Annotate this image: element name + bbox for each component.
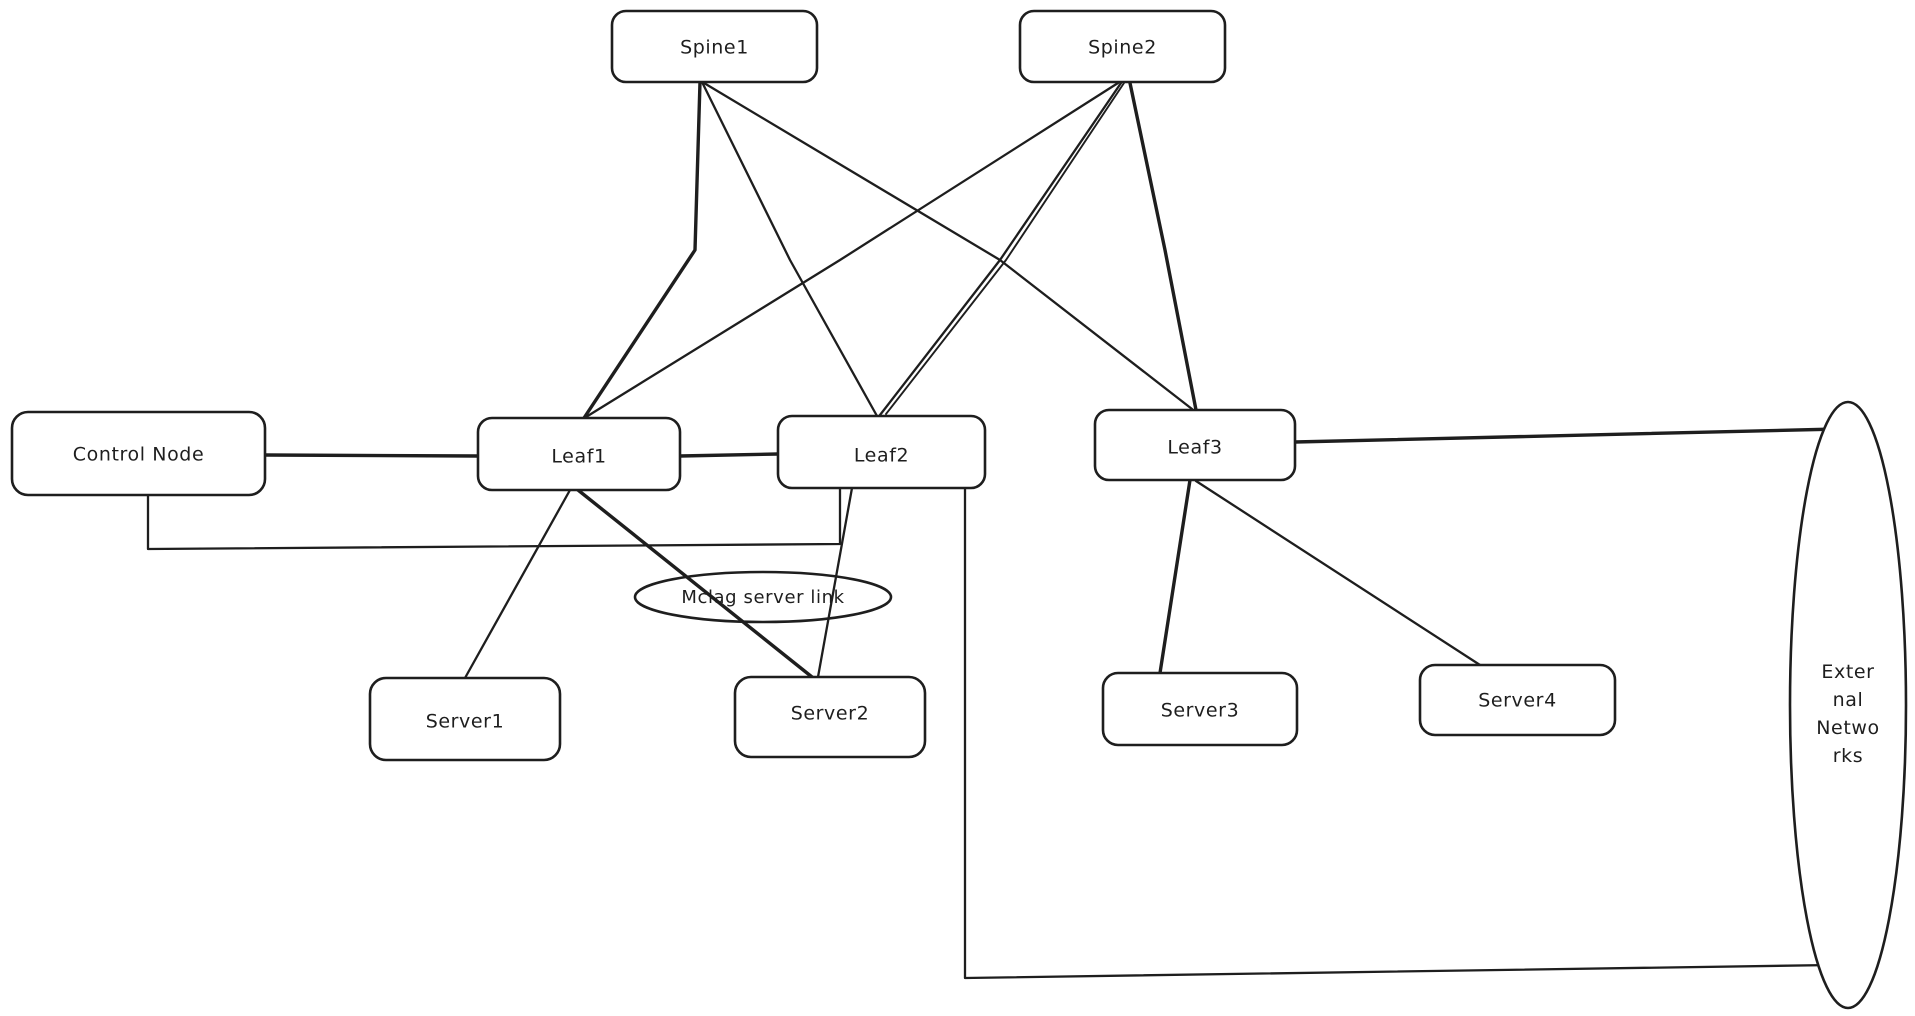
spine2-label: Spine2 <box>1088 37 1157 59</box>
link-spine1-leaf3[interactable] <box>702 81 1194 411</box>
node-server3[interactable]: Server3 <box>1101 671 1299 747</box>
control-node-box[interactable] <box>10 410 267 497</box>
server2-box[interactable] <box>733 675 927 759</box>
external-networks-label-line-1: Exter <box>1821 661 1874 683</box>
link-leaf2-server2[interactable] <box>816 486 854 679</box>
leaf2-box[interactable] <box>776 414 987 490</box>
node-layer: Spine1 Spine2 Control Node Leaf1 Leaf2 <box>10 9 1908 1010</box>
server4-box[interactable] <box>1418 663 1617 737</box>
link-spine2-leaf2-secondary[interactable] <box>885 82 1125 415</box>
mclag-link-ellipse[interactable] <box>633 570 893 624</box>
link-leaf1-leaf2[interactable] <box>678 452 780 458</box>
node-server2[interactable]: Server2 <box>733 675 927 759</box>
link-layer <box>146 80 1840 980</box>
external-networks-ellipse[interactable] <box>1788 400 1908 1010</box>
link-spine2-leaf1[interactable] <box>584 81 1120 419</box>
server3-box[interactable] <box>1101 671 1299 747</box>
link-leaf1-server2[interactable] <box>576 488 814 679</box>
link-leaf1-server1[interactable] <box>463 488 572 680</box>
leaf3-box[interactable] <box>1093 408 1297 482</box>
link-spine2-leaf3[interactable] <box>1128 81 1198 412</box>
link-leaf2-external[interactable] <box>963 486 1834 980</box>
node-leaf2[interactable]: Leaf2 <box>776 414 987 490</box>
node-leaf3[interactable]: Leaf3 <box>1093 408 1297 482</box>
server2-label: Server2 <box>791 703 870 725</box>
link-controlnode-leaf2[interactable] <box>146 486 842 551</box>
server4-label: Server4 <box>1478 690 1557 712</box>
control-node-label: Control Node <box>73 444 205 466</box>
node-leaf1[interactable]: Leaf1 <box>476 416 682 492</box>
link-spine1-leaf2[interactable] <box>700 80 879 418</box>
link-spine2-leaf2[interactable] <box>878 81 1123 417</box>
node-server1[interactable]: Server1 <box>368 676 562 762</box>
spine1-label: Spine1 <box>680 37 749 59</box>
annotation-mclag-server-link[interactable]: Mclag server link <box>633 570 893 624</box>
external-networks-label-line-3: Netwo <box>1816 717 1880 739</box>
mclag-link-label: Mclag server link <box>681 587 844 608</box>
leaf1-label: Leaf1 <box>551 446 606 468</box>
link-spine1-leaf1[interactable] <box>582 80 702 420</box>
server3-label: Server3 <box>1161 700 1240 722</box>
link-leaf3-server3[interactable] <box>1158 478 1192 675</box>
external-networks-label-line-4: rks <box>1833 745 1864 767</box>
node-server4[interactable]: Server4 <box>1418 663 1617 737</box>
leaf1-box[interactable] <box>476 416 682 492</box>
node-external-networks[interactable]: Exter nal Netwo rks <box>1788 400 1908 1010</box>
spine2-box[interactable] <box>1018 9 1227 84</box>
node-control-node[interactable]: Control Node <box>10 410 267 497</box>
leaf2-label: Leaf2 <box>854 445 909 467</box>
node-spine1[interactable]: Spine1 <box>610 9 819 84</box>
leaf3-label: Leaf3 <box>1167 437 1222 459</box>
server1-label: Server1 <box>426 711 505 733</box>
spine1-box[interactable] <box>610 9 819 84</box>
external-networks-label-line-2: nal <box>1833 689 1864 711</box>
link-leaf3-external[interactable] <box>1293 427 1840 444</box>
link-controlnode-leaf1[interactable] <box>263 453 480 458</box>
server1-box[interactable] <box>368 676 562 762</box>
link-leaf3-server4[interactable] <box>1194 479 1482 667</box>
node-spine2[interactable]: Spine2 <box>1018 9 1227 84</box>
